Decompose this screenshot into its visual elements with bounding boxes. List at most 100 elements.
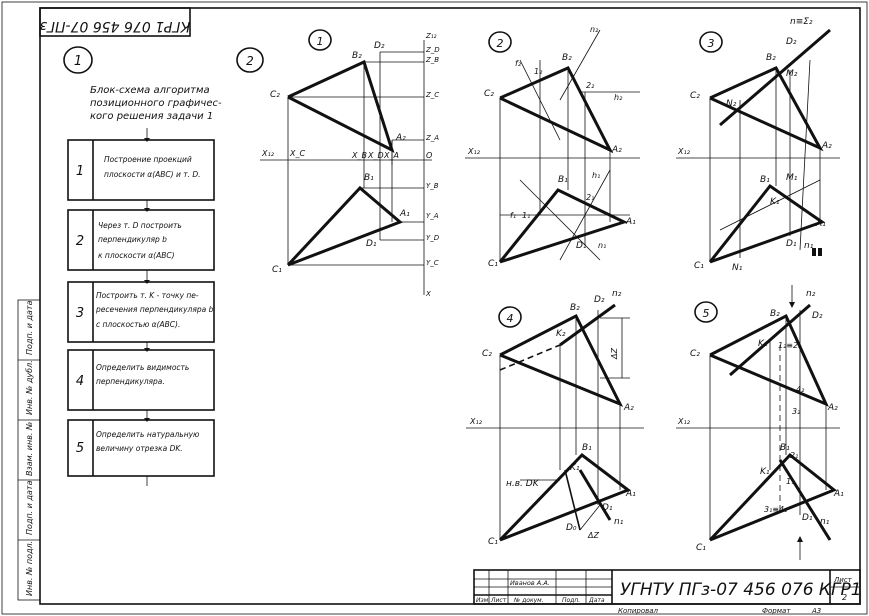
- flowchart-number-circle: [63, 46, 93, 74]
- p1-label-C2: C₂: [270, 90, 280, 100]
- p5-label-C1: C₁: [696, 543, 706, 553]
- p2-label-11: 1₁: [522, 211, 530, 220]
- p3-label-B2: B₂: [766, 53, 776, 63]
- p2-label-22: 2₂: [586, 81, 595, 90]
- p1-label-XB: X_B: [351, 151, 367, 160]
- p2-label-21: 2₁: [586, 193, 594, 202]
- top-corner-code: КГР1 076 456 07-ПГз: [40, 18, 191, 34]
- stamp-row-label-2: Лист: [490, 597, 507, 604]
- p5-label-A1: A₁: [833, 489, 844, 499]
- flowchart-title-1: Блок-схема алгоритма: [90, 85, 210, 96]
- p1-label-YA: Y_A: [426, 212, 439, 220]
- flow-step-5: 5 Определить натуральную величину отрезк…: [67, 419, 215, 477]
- stamp-format-value: А3: [811, 607, 821, 615]
- flow-step-5-number: 5: [76, 441, 84, 456]
- p5-label-D2: D₂: [812, 311, 823, 321]
- flowchart-number: 1: [74, 54, 82, 69]
- p1-label-ZC: Z_C: [425, 91, 439, 99]
- p1-label-X12: X₁₂: [261, 149, 275, 158]
- p1-label-O: O: [426, 151, 432, 160]
- stamp-row-label-3: № докум.: [513, 597, 544, 604]
- p2-label-h2: h₂: [614, 93, 623, 102]
- p3-label-A1: A₁: [815, 219, 826, 229]
- panel-3-drawing: n≡Σ₂ D₂ B₂ C₂ M₂ N₂ A₂ X₁₂ B₁ K₁ C₁ N₁ A…: [676, 17, 840, 273]
- p5-label-31-41: 3₁≡4₁: [764, 505, 787, 514]
- flowchart-title-2: позиционного графичес-: [90, 98, 222, 109]
- p5-label-32: 3₂: [792, 407, 801, 416]
- stamp-author: Иванов А.А.: [510, 579, 550, 587]
- p2-label-C2: C₂: [484, 89, 494, 99]
- p5-label-n1: n₁: [820, 517, 830, 527]
- flow-step-3-line-2: ресечения перпендикуляра b: [95, 305, 214, 314]
- p3-label-C1: C₁: [694, 261, 704, 271]
- p5-label-B1: B₁: [780, 443, 790, 453]
- stamp-row-label-1: Изм.: [476, 597, 490, 604]
- p2-label-A2: A₂: [611, 145, 622, 155]
- p4-label-B1: B₁: [582, 443, 592, 453]
- p1-label-YD: Y_D: [426, 234, 440, 242]
- p1-label-C1: C₁: [272, 265, 282, 275]
- p5-label-D1: D₁: [802, 513, 813, 523]
- side-label-4: Подп. и дата: [25, 480, 34, 535]
- p2-label-f1: f₁: [510, 211, 516, 220]
- stamp-sheet-label: Лист: [833, 576, 853, 584]
- stamp-row-label-5: Дата: [588, 597, 605, 604]
- p2-label-B1: B₁: [558, 175, 568, 185]
- p2-label-B2: B₂: [562, 53, 572, 63]
- flow-step-3-line-3: с плоскостью α(ABC).: [96, 320, 180, 329]
- title-block: Иванов А.А. Изм. Лист № докум. Подп. Дат…: [473, 569, 862, 615]
- stamp-row-label-4: Подп.: [562, 597, 580, 604]
- p5-label-n2: n₂: [806, 289, 816, 299]
- p5-label-A2: A₂: [827, 403, 838, 413]
- flow-step-2-line-2: перпендикуляр b: [98, 235, 167, 244]
- p4-label-n1: n₁: [614, 517, 624, 527]
- p1-label-YB: Y_B: [426, 182, 439, 190]
- p5-label-21: 2₁: [790, 451, 798, 460]
- flow-step-2: 2 Через т. D построить перпендикуляр b к…: [67, 209, 215, 271]
- p5-label-11: 1₁: [786, 477, 794, 486]
- p2-label-D1: D₁: [576, 241, 587, 251]
- panel-number-4: 4: [507, 312, 514, 325]
- flow-step-2-number: 2: [76, 234, 84, 249]
- p2-label-X12: X₁₂: [467, 147, 481, 156]
- p1-label-X: X: [425, 290, 431, 298]
- p5-label-12-22: 1₂≡2₂: [778, 341, 802, 350]
- flow-step-1-number: 1: [76, 164, 84, 179]
- p2-label-n2: n₂: [590, 25, 599, 34]
- p2-label-12: 1₂: [534, 67, 543, 76]
- panel-number-2: 2: [497, 37, 504, 50]
- p2-label-f2: f₂: [515, 59, 522, 68]
- panel-1-drawing: C₂ B₂ D₂ A₂ X₁₂ X_C X_B X_D X_A O C₁ B₁ …: [260, 32, 440, 298]
- flow-step-2-line-3: к плоскости α(ABC): [98, 251, 175, 260]
- p1-label-A1: A₁: [399, 209, 410, 219]
- p3-label-A2: A₂: [821, 141, 832, 151]
- p4-label-n2: n₂: [612, 289, 622, 299]
- p3-label-M2: M₂: [786, 69, 798, 79]
- p5-label-K2: K₂: [758, 339, 768, 349]
- flow-step-4-line-1: Определить видимость: [96, 363, 189, 372]
- p5-label-42: 4₂: [796, 385, 805, 394]
- p1-label-ZB: Z_B: [425, 56, 439, 64]
- p4-label-nv-DK: н.в. DK: [506, 479, 540, 489]
- p4-label-C1: C₁: [488, 537, 498, 547]
- flow-step-5-line-1: Определить натуральную: [96, 430, 199, 439]
- flow-step-1-line-2: плоскости α(ABC) и т. D.: [104, 170, 201, 179]
- p2-label-C1: C₁: [488, 259, 498, 269]
- side-label-3: Взам. инв. №: [25, 422, 34, 476]
- p4-label-D0: D₀: [566, 523, 577, 533]
- p3-label-D1: D₁: [786, 239, 797, 249]
- p1-label-D1: D₁: [366, 239, 377, 249]
- p5-label-B2: B₂: [770, 309, 780, 319]
- p4-label-X12: X₁₂: [469, 417, 483, 426]
- stamp-title: УГНТУ ПГз-07 456 076 КГР1: [620, 580, 862, 600]
- p4-label-A1: A₁: [625, 489, 636, 499]
- p4-label-A2: A₂: [623, 403, 634, 413]
- p2-label-h1: h₁: [592, 171, 600, 180]
- panel-numbers: 2 1 2 3 4 5: [236, 29, 723, 328]
- p3-label-n1: n₁: [804, 241, 814, 251]
- flow-step-1-line-1: Построение проекций: [104, 155, 192, 164]
- panel-number-3: 3: [708, 37, 715, 50]
- p1-label-D2: D₂: [374, 41, 385, 51]
- p4-label-B2: B₂: [570, 303, 580, 313]
